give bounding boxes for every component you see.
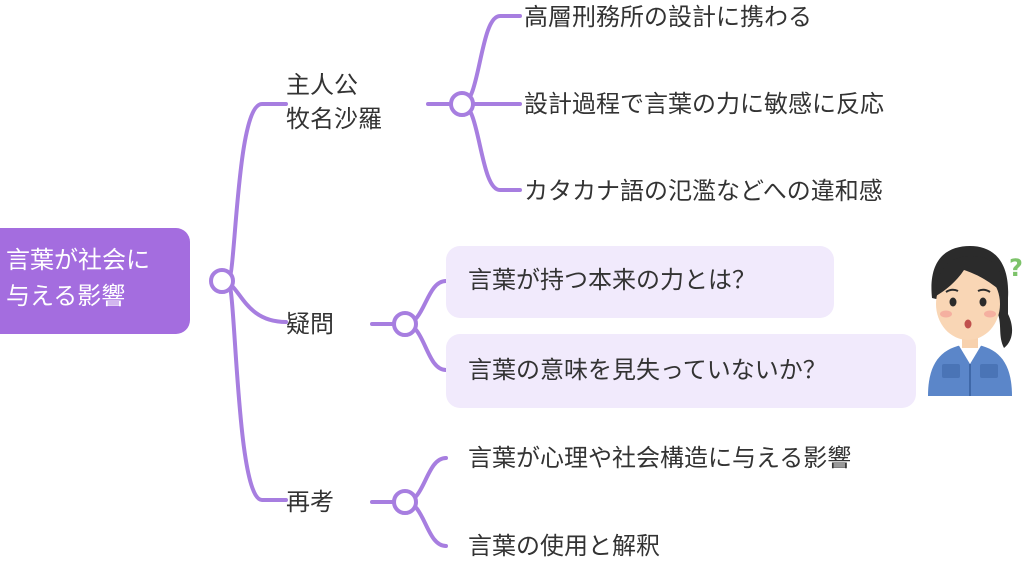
branch-question-label: 疑問: [286, 310, 334, 338]
branch-protagonist-line-2: 牧名沙羅: [286, 105, 382, 133]
confused-woman-worker-icon: ?: [928, 246, 1023, 396]
branch-rethink-label: 再考: [286, 488, 334, 516]
leaf-rethink-1: 言葉が心理や社会構造に与える影響: [468, 444, 852, 472]
root-topic-line-2: 与える影響: [6, 282, 126, 310]
connector-protagonist-leaf-1: [460, 14, 522, 106]
leaf-question-1: 言葉が持つ本来の力とは？: [468, 266, 756, 294]
root-topic-line-1: 言葉が社会に: [6, 246, 150, 274]
leaf-question-2-bubble: 言葉の意味を見失っていないか？: [446, 334, 916, 408]
leaf-rethink-2: 言葉の使用と解釈: [468, 532, 660, 560]
leaf-question-2: 言葉の意味を見失っていないか？: [468, 356, 827, 384]
branch-protagonist-line-1: 主人公: [286, 71, 358, 99]
branch-protagonist-label: 主人公 牧名沙羅: [286, 68, 382, 136]
junction-rethink: [392, 489, 418, 515]
question-mark-glyph: ?: [1009, 254, 1023, 282]
leaf-question-1-bubble: 言葉が持つ本来の力とは？: [446, 246, 834, 318]
connector-protagonist-leaf-3: [460, 102, 522, 192]
junction-root: [209, 268, 235, 294]
leaf-protagonist-1: 高層刑務所の設計に携わる: [524, 3, 812, 31]
root-topic-node: 言葉が社会に 与える影響: [0, 228, 190, 334]
leaf-protagonist-2: 設計過程で言葉の力に敏感に反応: [524, 90, 884, 118]
junction-protagonist: [449, 91, 475, 117]
junction-question: [392, 311, 418, 337]
leaf-protagonist-3: カタカナ語の氾濫などへの違和感: [524, 177, 883, 205]
connector-root-protagonist: [220, 102, 288, 283]
